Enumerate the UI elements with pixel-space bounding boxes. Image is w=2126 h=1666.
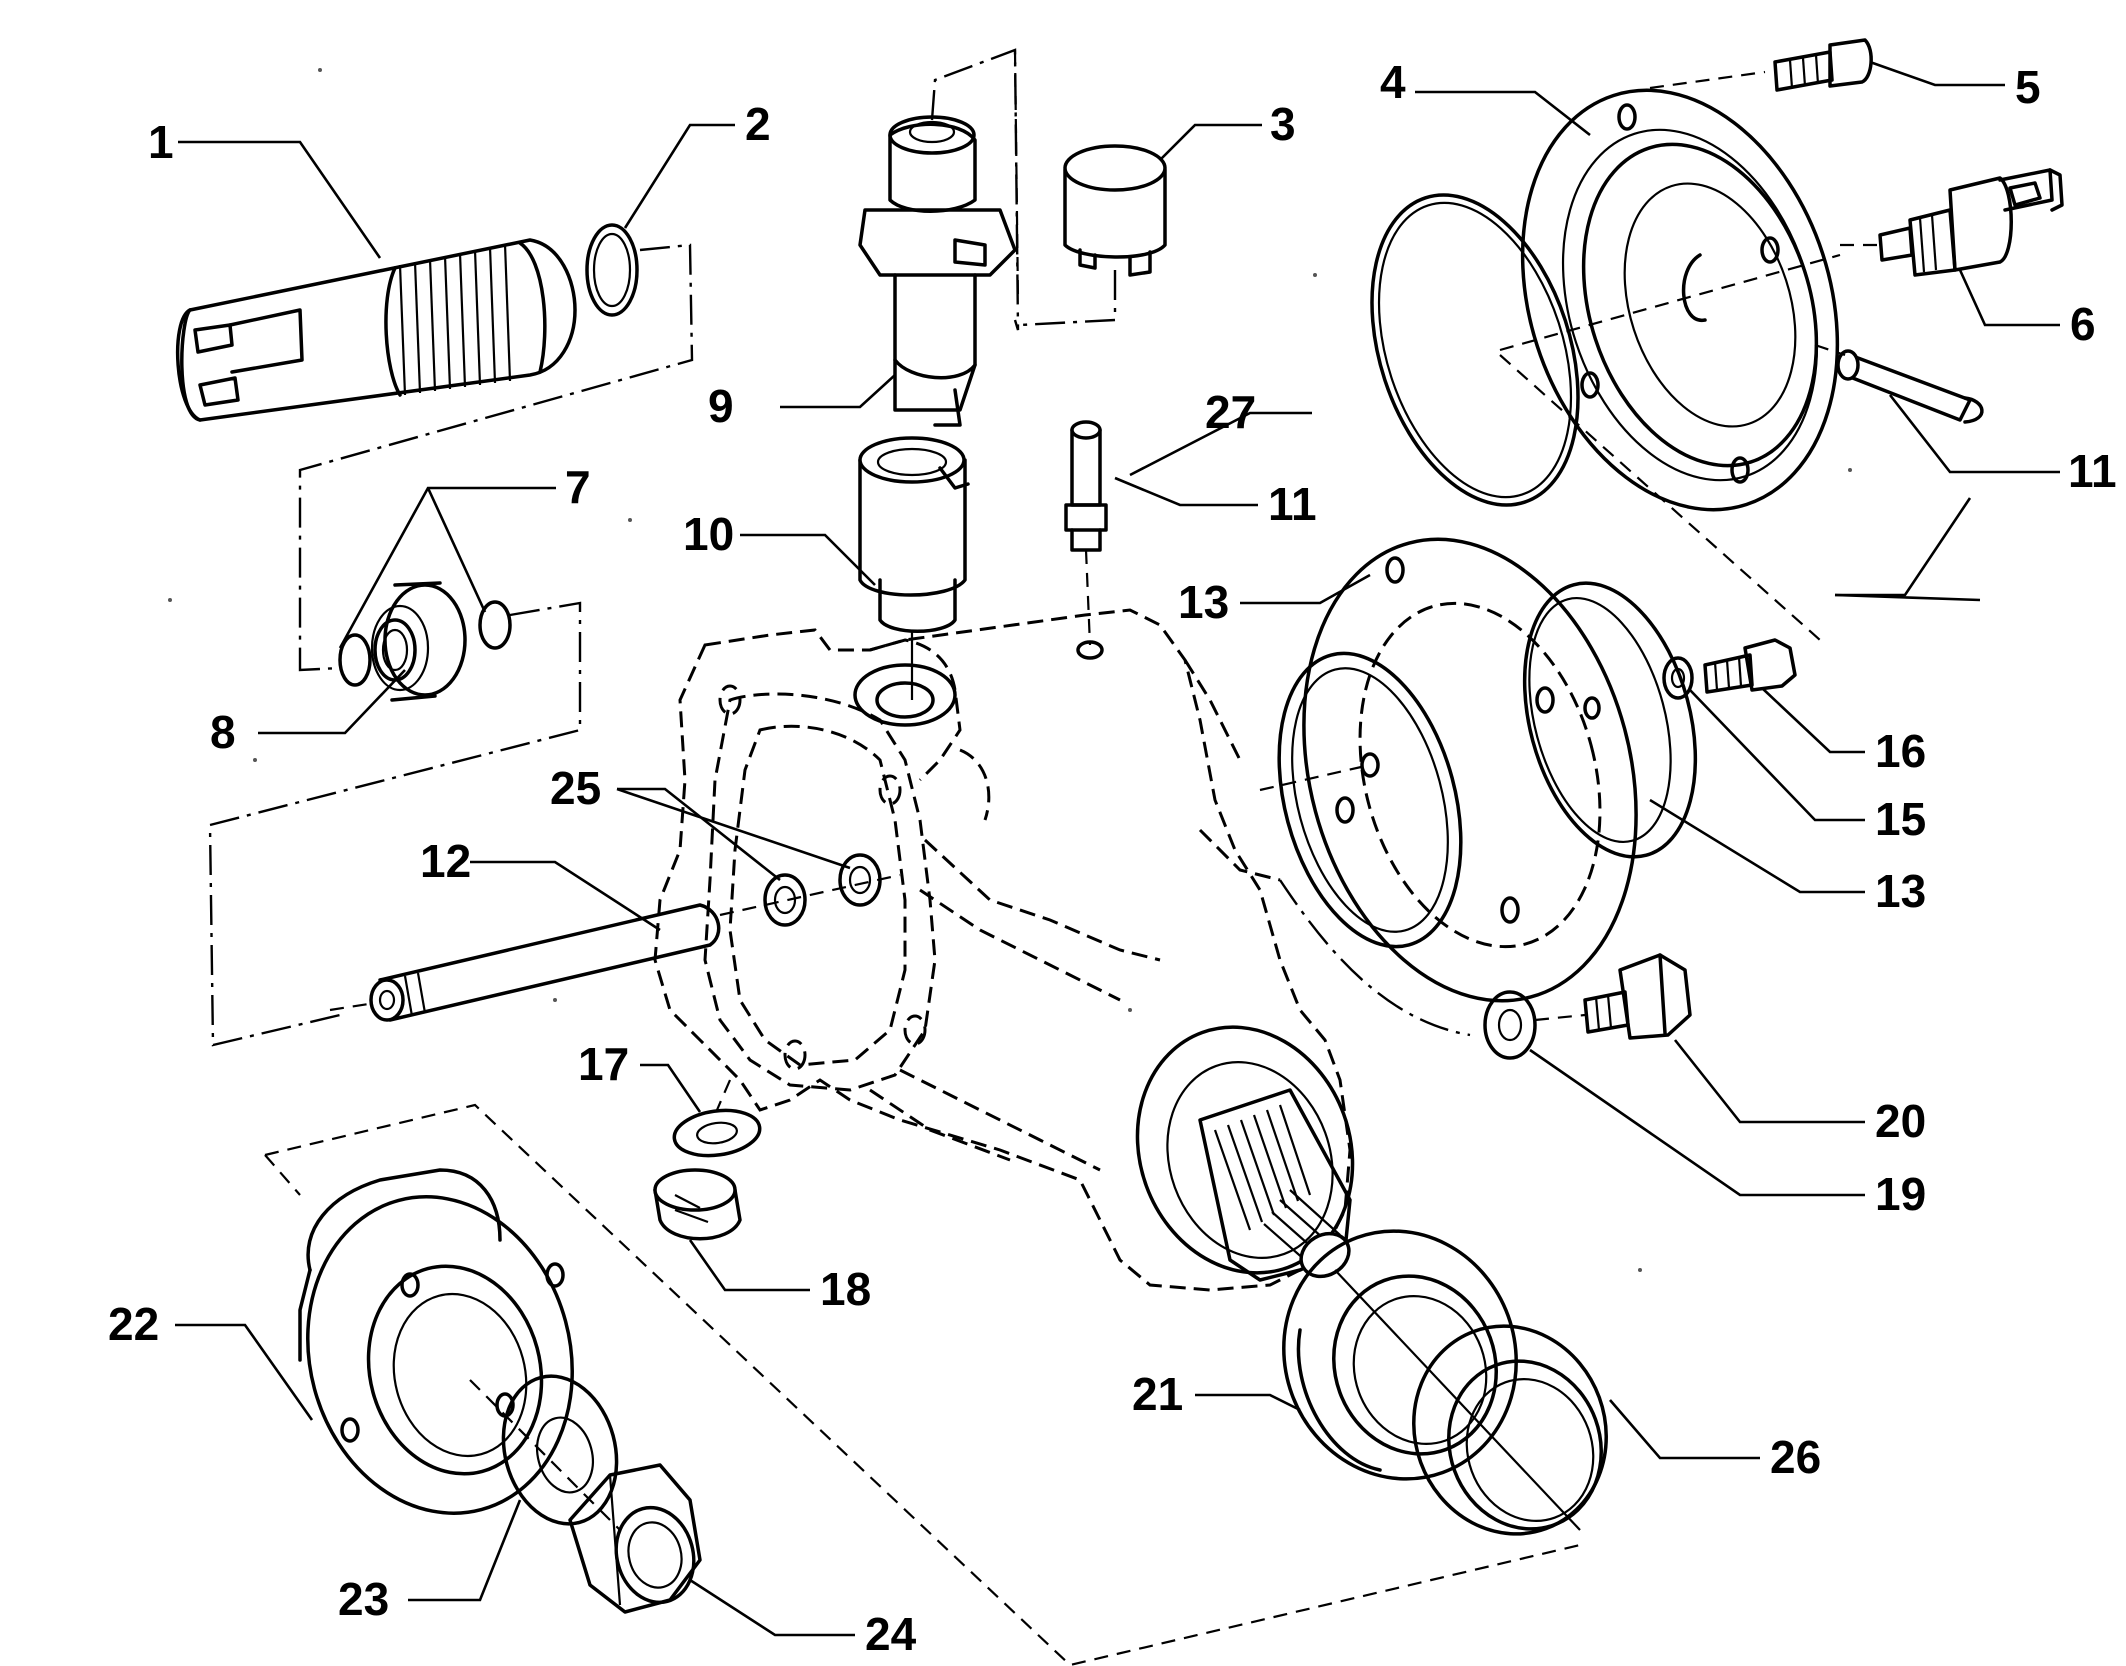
callout-21: 21 [1132,1368,1183,1420]
callout-13-lower: 13 [1875,865,1926,917]
output-shaft [1198,1088,1352,1282]
part-9-speed-sensor [858,115,1017,427]
part-15-washer [1662,656,1694,700]
part-4-cover [1520,88,1840,512]
callout-12: 12 [420,835,471,887]
part-22-flange [298,1168,574,1515]
callout-2: 2 [745,98,771,150]
callout-10: 10 [683,508,734,560]
callout-24: 24 [865,1608,917,1660]
callout-18: 18 [820,1263,871,1315]
part-3-cap [1063,144,1167,277]
callout-11-right: 11 [2068,445,2117,497]
callout-labels: 1 2 3 4 5 6 7 8 9 10 11 11 12 13 13 15 1… [108,56,2117,1660]
leader-lines [175,60,2060,1637]
part-16-screw [1703,638,1797,694]
callout-6: 6 [2070,298,2096,350]
part-1-splined-shaft [175,238,577,422]
part-11-stud-top [1064,420,1108,552]
callout-4: 4 [1380,56,1406,108]
callout-16: 16 [1875,725,1926,777]
callout-8: 8 [210,706,236,758]
gearbox-housing [653,608,1355,1292]
callout-3: 3 [1270,98,1296,150]
part-11-stud-right [1836,349,1984,424]
callout-7: 7 [565,461,591,513]
part-20-plug [1583,953,1692,1040]
part-19-washer [1483,990,1537,1060]
part-17-washer [672,1108,762,1158]
callout-11-top: 11 [1268,478,1317,530]
part-23-washer [501,1374,619,1526]
callout-13-upper: 13 [1178,576,1229,628]
part-21-seal [1282,1229,1518,1481]
callout-25: 25 [550,762,601,814]
part-24-nut [568,1463,702,1614]
callout-17: 17 [578,1038,629,1090]
part-13-gasket-outer [1522,581,1698,859]
part-6-switch [1878,168,2064,277]
callout-1: 1 [148,116,174,168]
callout-20: 20 [1875,1095,1926,1147]
part-26-ring [1412,1324,1608,1536]
callout-22: 22 [108,1298,159,1350]
part-7-circlip-left [338,633,372,687]
part-8-bearing [370,581,467,702]
part-12-shaft [369,903,721,1022]
part-5-screw [1773,38,1873,92]
part-2-circlip [585,223,639,317]
part-13-cover-large [1302,537,1638,1003]
part-25-washers [763,853,882,927]
part-13-gasket-inner [1277,651,1463,949]
part-27-gasket [1370,193,1580,507]
part-7-circlip-right [478,600,512,650]
callout-27: 27 [1205,386,1256,438]
part-18-plug [653,1168,742,1241]
callout-9: 9 [708,380,734,432]
callout-23: 23 [338,1573,389,1625]
part-10-bushing [858,436,970,633]
callout-5: 5 [2015,61,2041,113]
callout-15: 15 [1875,793,1926,845]
callout-19: 19 [1875,1168,1926,1220]
callout-26: 26 [1770,1431,1821,1483]
